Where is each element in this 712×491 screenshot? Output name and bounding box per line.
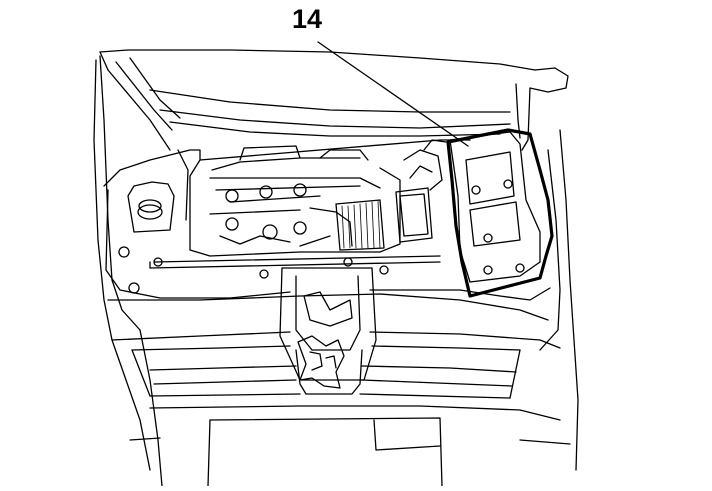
coolant-reservoir [127, 149, 189, 233]
panel-bolts [118, 246, 389, 294]
hood-latch [279, 267, 377, 395]
callout-leader-line [317, 41, 469, 147]
front-bumper [129, 405, 571, 487]
brand-emblem-icon [297, 335, 345, 389]
front-grille [131, 345, 521, 399]
ecu-box [395, 139, 447, 243]
raised-hood [99, 49, 569, 151]
callout-number: 14 [292, 4, 323, 34]
bay-front-panel [103, 139, 551, 301]
car-body [93, 55, 579, 487]
air-filter [335, 199, 385, 251]
fuse-box-cover [446, 128, 554, 298]
